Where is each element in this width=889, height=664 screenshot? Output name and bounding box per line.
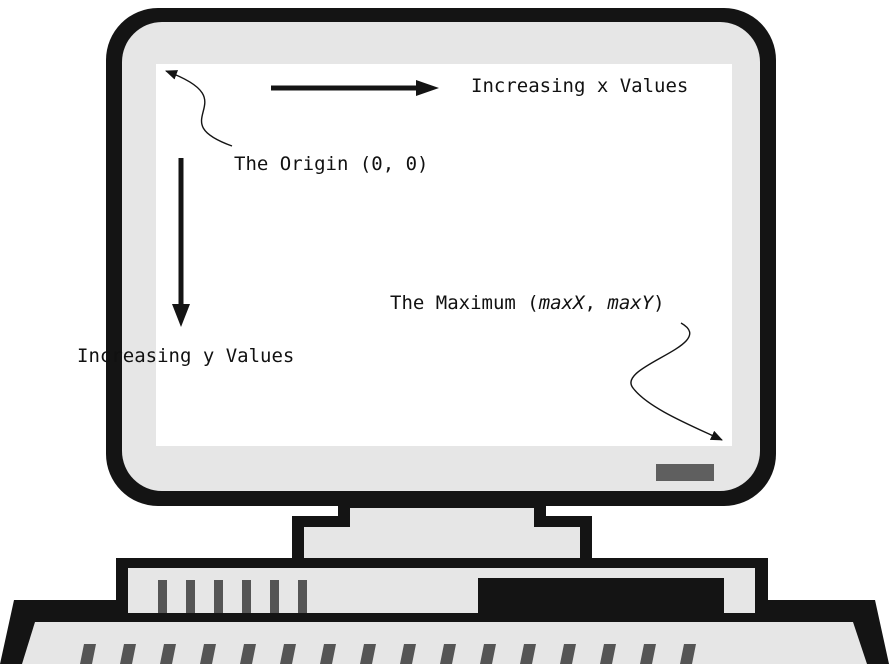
- keyboard-key: [560, 644, 576, 664]
- keyboard-key: [200, 644, 216, 664]
- origin-pointer: [165, 70, 233, 147]
- maximum-prefix: The Maximum (: [390, 292, 539, 314]
- keyboard-key: [400, 644, 416, 664]
- screen: [156, 64, 732, 446]
- increasing-y-label: Increasing y Values: [77, 345, 295, 367]
- keyboard-key: [680, 644, 696, 664]
- keyboard-key: [440, 644, 456, 664]
- keyboard-key: [520, 644, 536, 664]
- keyboard-key: [600, 644, 616, 664]
- monitor-stand: [292, 502, 592, 563]
- keyboard-keys: [80, 644, 696, 664]
- keyboard-key: [240, 644, 256, 664]
- keyboard-key: [280, 644, 296, 664]
- keyboard-key: [120, 644, 136, 664]
- vent-slot: [214, 580, 223, 613]
- keyboard-key: [360, 644, 376, 664]
- power-indicator: [656, 464, 714, 481]
- keyboard-key: [320, 644, 336, 664]
- desktop-case-icon: [116, 558, 768, 616]
- keyboard-key: [80, 644, 96, 664]
- increasing-x-label: Increasing x Values: [471, 75, 689, 97]
- maximum-pointer: [630, 322, 723, 441]
- origin-label: The Origin (0, 0): [234, 153, 429, 175]
- maximum-separator: ,: [584, 292, 608, 314]
- vent-slot: [298, 580, 307, 613]
- vent-slot: [242, 580, 251, 613]
- keyboard-key: [640, 644, 656, 664]
- vent-slot: [186, 580, 195, 613]
- monitor-icon: [106, 8, 776, 506]
- y-direction-arrow: [172, 158, 190, 327]
- vent-slot: [158, 580, 167, 613]
- keyboard-key: [160, 644, 176, 664]
- max-y-term: maxY: [607, 292, 654, 314]
- maximum-suffix: ): [653, 292, 665, 314]
- case-vents: [158, 580, 307, 613]
- x-direction-arrow: [271, 80, 439, 96]
- max-x-term: maxX: [538, 292, 585, 314]
- keyboard-key: [480, 644, 496, 664]
- maximum-label: The Maximum (maxX, maxY): [390, 294, 665, 313]
- drive-slot: [478, 578, 724, 613]
- vent-slot: [270, 580, 279, 613]
